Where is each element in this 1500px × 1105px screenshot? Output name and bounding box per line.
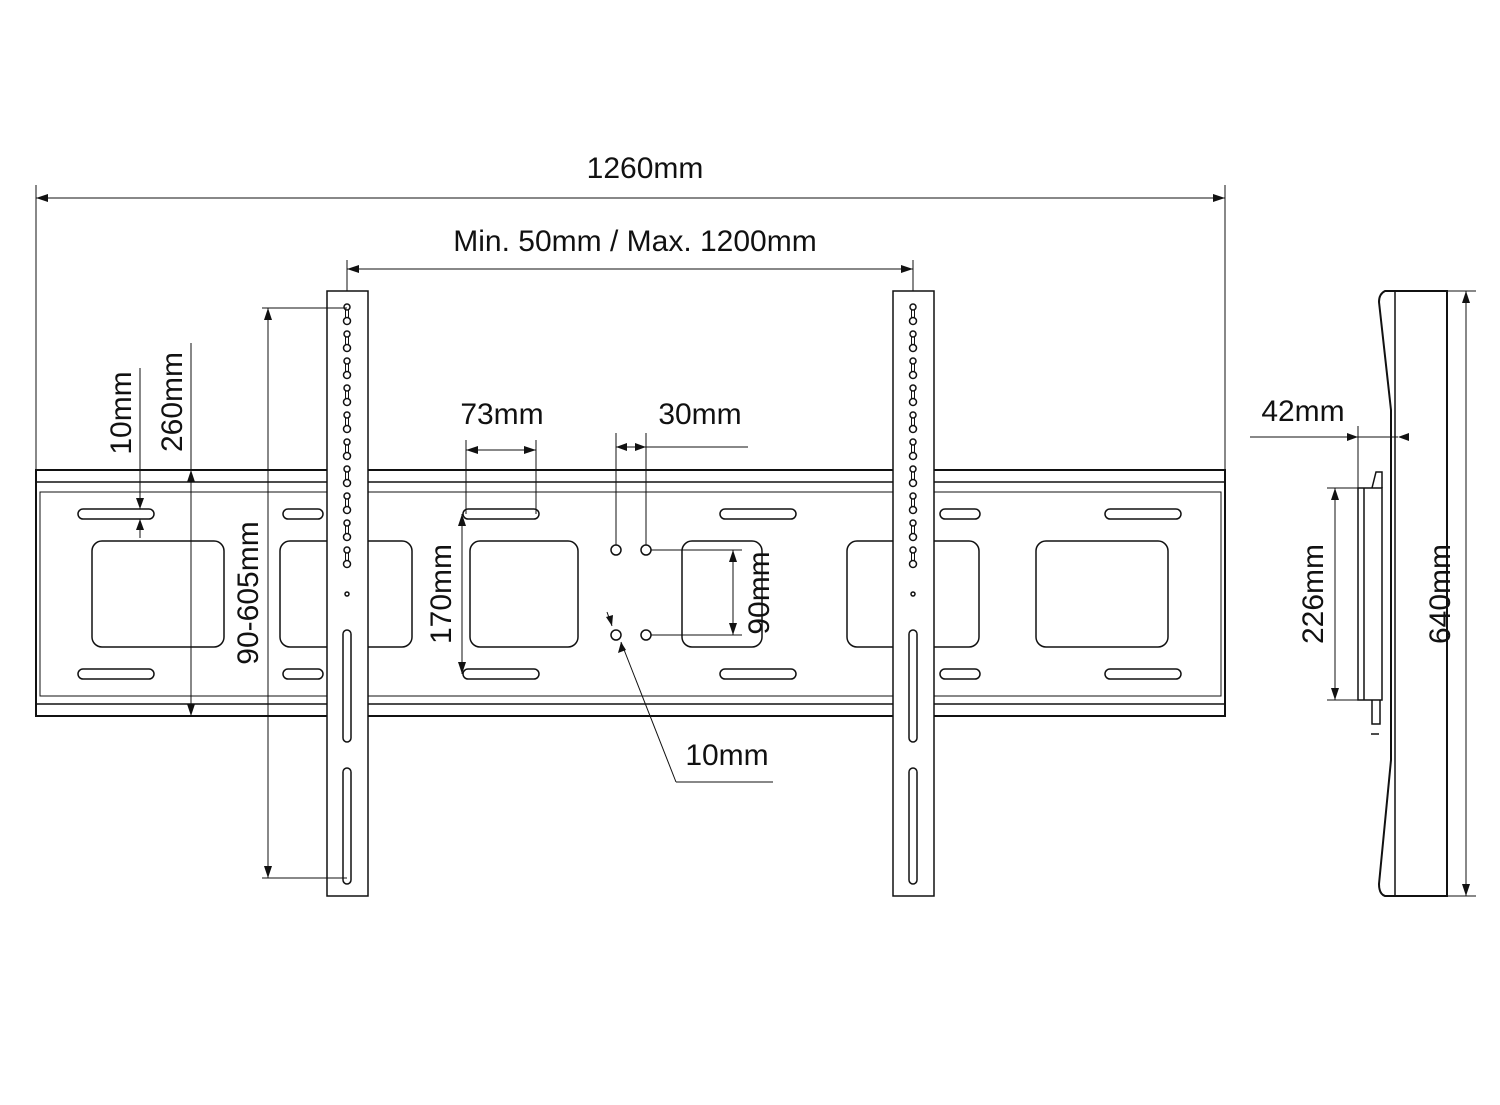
- dim-label-side-inner-height: 226mm: [1297, 544, 1330, 644]
- keyhole-bottom: [908, 370, 918, 380]
- keyhole-bottom: [908, 478, 918, 488]
- keyhole-top: [343, 465, 351, 473]
- keyhole-top: [909, 546, 917, 554]
- dim-label-hole-vertical: 90mm: [743, 551, 776, 634]
- rail-slots: [77, 508, 1182, 680]
- keyhole-top: [909, 330, 917, 338]
- keyhole-neck: [345, 364, 349, 372]
- dim-label-rail-height: 260mm: [156, 352, 189, 452]
- left-vertical-arm: [326, 290, 369, 897]
- dim-label-hole-diameter: 10mm: [685, 739, 768, 772]
- dim-side-inner-height: 226mm: [1297, 487, 1358, 701]
- dim-label-vertical-adjust: 90-605mm: [232, 521, 265, 664]
- keyhole-neck: [911, 391, 915, 399]
- dim-slot-spacing: 170mm: [425, 514, 466, 674]
- keyhole-neck: [911, 445, 915, 453]
- keyhole-top: [343, 330, 351, 338]
- keyhole-top: [343, 492, 351, 500]
- keyhole-neck: [345, 418, 349, 426]
- keyhole-top: [909, 465, 917, 473]
- keyhole-top: [343, 303, 351, 311]
- keyhole-bottom: [342, 397, 352, 407]
- dim-slot-length: 73mm: [460, 398, 544, 514]
- keyhole-top: [909, 492, 917, 500]
- center-holes: [610, 544, 652, 641]
- dim-wall-depth: 42mm: [1250, 395, 1409, 488]
- keyhole-top: [909, 357, 917, 365]
- dim-label-hole-spacing: 30mm: [658, 398, 741, 431]
- keyhole-top: [909, 519, 917, 527]
- keyhole-top: [909, 303, 917, 311]
- keyhole-bottom: [908, 451, 918, 461]
- keyhole-neck: [911, 499, 915, 507]
- dim-label-vesa-range: Min. 50mm / Max. 1200mm: [453, 225, 816, 258]
- keyhole-bottom: [342, 316, 352, 326]
- dim-hole-vertical: 90mm: [651, 549, 776, 636]
- keyhole-neck: [911, 337, 915, 345]
- keyhole-neck: [911, 310, 915, 318]
- keyhole-bottom: [342, 505, 352, 515]
- keyhole-top: [343, 411, 351, 419]
- keyhole-neck: [911, 526, 915, 534]
- dim-label-slot-spacing: 170mm: [425, 544, 458, 644]
- keyhole-top: [343, 438, 351, 446]
- side-view: [1357, 290, 1448, 897]
- keyhole-bottom: [908, 397, 918, 407]
- dim-hole-spacing: 30mm: [615, 398, 748, 545]
- keyhole-neck: [345, 310, 349, 318]
- keyhole-top: [343, 384, 351, 392]
- keyhole-neck: [345, 553, 349, 561]
- right-vertical-arm: [892, 290, 935, 897]
- keyhole-neck: [911, 472, 915, 480]
- keyhole-neck: [345, 337, 349, 345]
- keyhole-bottom: [908, 424, 918, 434]
- dim-label-slot-height: 10mm: [105, 371, 138, 454]
- dim-slot-height: 10mm: [105, 368, 144, 538]
- keyhole-bottom: [908, 532, 918, 542]
- keyhole-top: [343, 546, 351, 554]
- keyhole-neck: [345, 472, 349, 480]
- dim-hole-diameter: 10mm: [606, 611, 773, 783]
- keyhole-neck: [911, 364, 915, 372]
- dim-overall-width: 1260mm: [35, 152, 1226, 470]
- keyhole-bottom: [342, 343, 352, 353]
- keyhole-bottom: [342, 478, 352, 488]
- keyhole-bottom: [908, 316, 918, 326]
- keyhole-neck: [911, 418, 915, 426]
- keyhole-bottom: [342, 559, 352, 569]
- dim-label-slot-length: 73mm: [460, 398, 543, 431]
- keyhole-bottom: [342, 424, 352, 434]
- dim-side-total-height: 640mm: [1424, 290, 1476, 897]
- horizontal-rail: [35, 469, 1226, 717]
- keyhole-top: [343, 519, 351, 527]
- keyhole-bottom: [908, 505, 918, 515]
- keyhole-top: [909, 438, 917, 446]
- keyhole-top: [909, 384, 917, 392]
- keyhole-neck: [345, 499, 349, 507]
- keyhole-top: [909, 411, 917, 419]
- keyhole-bottom: [342, 370, 352, 380]
- keyhole-neck: [345, 526, 349, 534]
- keyhole-bottom: [908, 559, 918, 569]
- keyhole-neck: [345, 391, 349, 399]
- keyhole-bottom: [342, 532, 352, 542]
- keyhole-bottom: [342, 451, 352, 461]
- dim-label-wall-depth: 42mm: [1261, 395, 1344, 428]
- keyhole-bottom: [908, 343, 918, 353]
- dim-rail-height: 260mm: [156, 343, 195, 716]
- keyhole-neck: [911, 553, 915, 561]
- keyhole-top: [343, 357, 351, 365]
- dim-label-side-total-height: 640mm: [1424, 544, 1457, 644]
- dim-vertical-adjust: 90-605mm: [232, 307, 347, 879]
- dim-vesa-range: Min. 50mm / Max. 1200mm: [346, 225, 914, 291]
- keyhole-neck: [345, 445, 349, 453]
- dim-label-overall-width: 1260mm: [587, 152, 704, 185]
